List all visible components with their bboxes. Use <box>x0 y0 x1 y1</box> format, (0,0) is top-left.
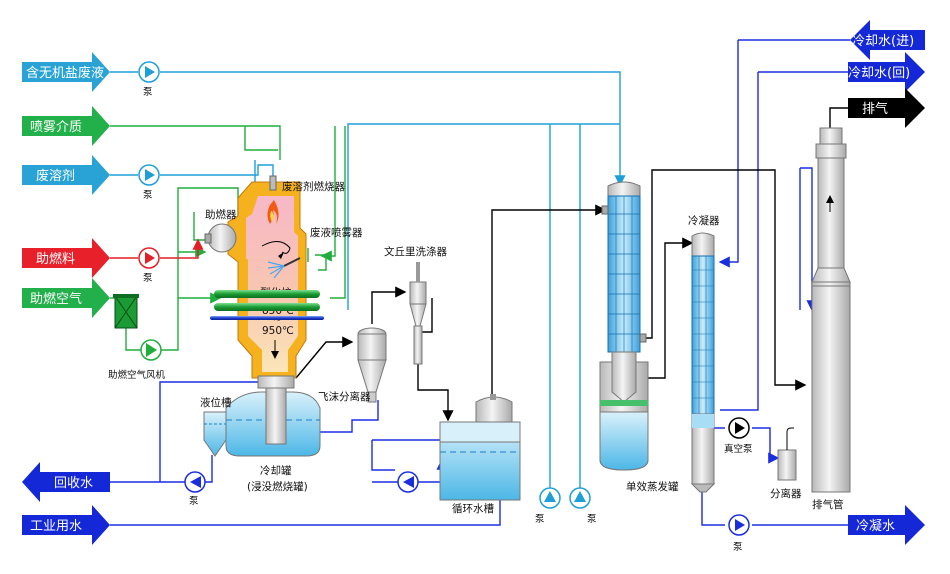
input-arrow-inorganic-waste: 含无机盐废液 <box>22 52 110 92</box>
label-waste-solvent: 废溶剂 <box>36 168 75 184</box>
pump-label: 泵 <box>143 87 153 98</box>
cracking-furnace: 裂化炉 850℃ ~ 950℃ <box>204 175 324 379</box>
pipe-inorganic-waste <box>110 71 626 488</box>
label-liquid-atomizer: 废液喷雾器 <box>310 226 363 239</box>
pump-recycled[interactable]: 泵 <box>184 471 206 507</box>
evaporator <box>599 181 649 471</box>
fan-label: 助燃空气风机 <box>108 369 166 381</box>
label-inorganic-waste: 含无机盐废液 <box>26 65 104 81</box>
pump-evap-1[interactable]: 泵 <box>535 487 561 525</box>
venturi-scrubber <box>409 262 427 365</box>
output-arrow-cooling-out: 冷却水(回) <box>848 52 925 92</box>
furnace-temp-bottom: 950℃ <box>262 325 294 337</box>
cooling-tank <box>225 375 321 457</box>
output-arrow-cooling-in: 冷却水(进) <box>850 20 925 60</box>
label-cooling-tank-sub: (浸没燃烧罐) <box>247 480 308 493</box>
label-exhaust-stack: 排气管 <box>812 498 844 511</box>
input-arrow-aux-air: 助燃空气 <box>22 278 110 318</box>
label-venturi: 文丘里洗涤器 <box>384 245 447 258</box>
vacuum-pump-label: 真空泵 <box>724 443 753 455</box>
condenser <box>690 232 716 493</box>
label-level-tank: 液位槽 <box>200 396 232 409</box>
label-recycled-water: 回收水 <box>54 476 93 491</box>
label-aux-fuel: 助燃料 <box>36 251 75 267</box>
pump-aux-fuel[interactable]: 泵 <box>138 247 160 284</box>
pump-label: 泵 <box>733 542 743 553</box>
label-cooling-tank: 冷却罐 <box>260 464 292 477</box>
separator <box>777 427 797 481</box>
circulating-tank <box>439 394 521 501</box>
output-arrow-condensate: 冷凝水 <box>848 505 925 545</box>
mist-separator <box>357 327 387 403</box>
input-arrow-waste-solvent: 废溶剂 <box>22 155 110 195</box>
pump-vacuum[interactable]: 真空泵 <box>724 417 753 455</box>
label-aux-air: 助燃空气 <box>30 291 82 307</box>
pipe-water <box>110 39 850 526</box>
label-spray-medium: 喷雾介质 <box>30 120 82 135</box>
label-mist-separator: 飞沫分离器 <box>318 390 371 403</box>
label-aux-burner: 助燃器 <box>205 208 237 221</box>
pump-label: 泵 <box>587 514 597 525</box>
pump-label: 泵 <box>143 190 153 201</box>
fan-aux-air[interactable]: 助燃空气风机 <box>108 339 166 381</box>
pipe-spray-medium <box>110 125 346 299</box>
pump-evap-2[interactable]: 泵 <box>569 487 597 525</box>
air-filter <box>113 294 139 329</box>
exhaust-stack <box>811 127 851 493</box>
output-arrow-exhaust: 排气 <box>848 88 925 128</box>
pump-condensate[interactable]: 泵 <box>728 514 750 553</box>
label-solvent-burner: 废溶剂燃烧器 <box>282 180 345 193</box>
pump-label: 泵 <box>189 496 199 507</box>
level-tank <box>203 411 227 457</box>
pump-label: 泵 <box>535 514 545 525</box>
label-circulating-tank: 循环水槽 <box>452 502 494 515</box>
pipe-waste-solvent <box>110 164 274 185</box>
output-arrow-recycled-water: 回收水 <box>22 462 110 502</box>
pump-waste-solvent[interactable]: 泵 <box>138 164 160 201</box>
pipe-aux-fuel <box>110 238 204 259</box>
pipe-gas <box>295 107 848 422</box>
label-cooling-water-out: 冷却水(回) <box>848 66 910 81</box>
label-condenser: 冷凝器 <box>688 214 720 227</box>
label-cooling-water-in: 冷却水(进) <box>852 34 914 49</box>
pump-circulating[interactable] <box>397 471 419 493</box>
pump-label: 泵 <box>143 273 153 284</box>
output-arrow-industrial-water: 工业用水 <box>22 505 110 545</box>
label-industrial-water: 工业用水 <box>30 519 82 534</box>
input-arrow-spray-medium: 喷雾介质 <box>22 106 110 146</box>
label-exhaust: 排气 <box>862 101 888 117</box>
label-separator: 分离器 <box>770 487 802 500</box>
label-condensate: 冷凝水 <box>856 518 895 534</box>
input-arrow-aux-fuel: 助燃料 <box>22 238 110 278</box>
pump-inorganic-waste[interactable]: 泵 <box>138 61 160 98</box>
label-evaporator: 单效蒸发罐 <box>626 480 679 493</box>
